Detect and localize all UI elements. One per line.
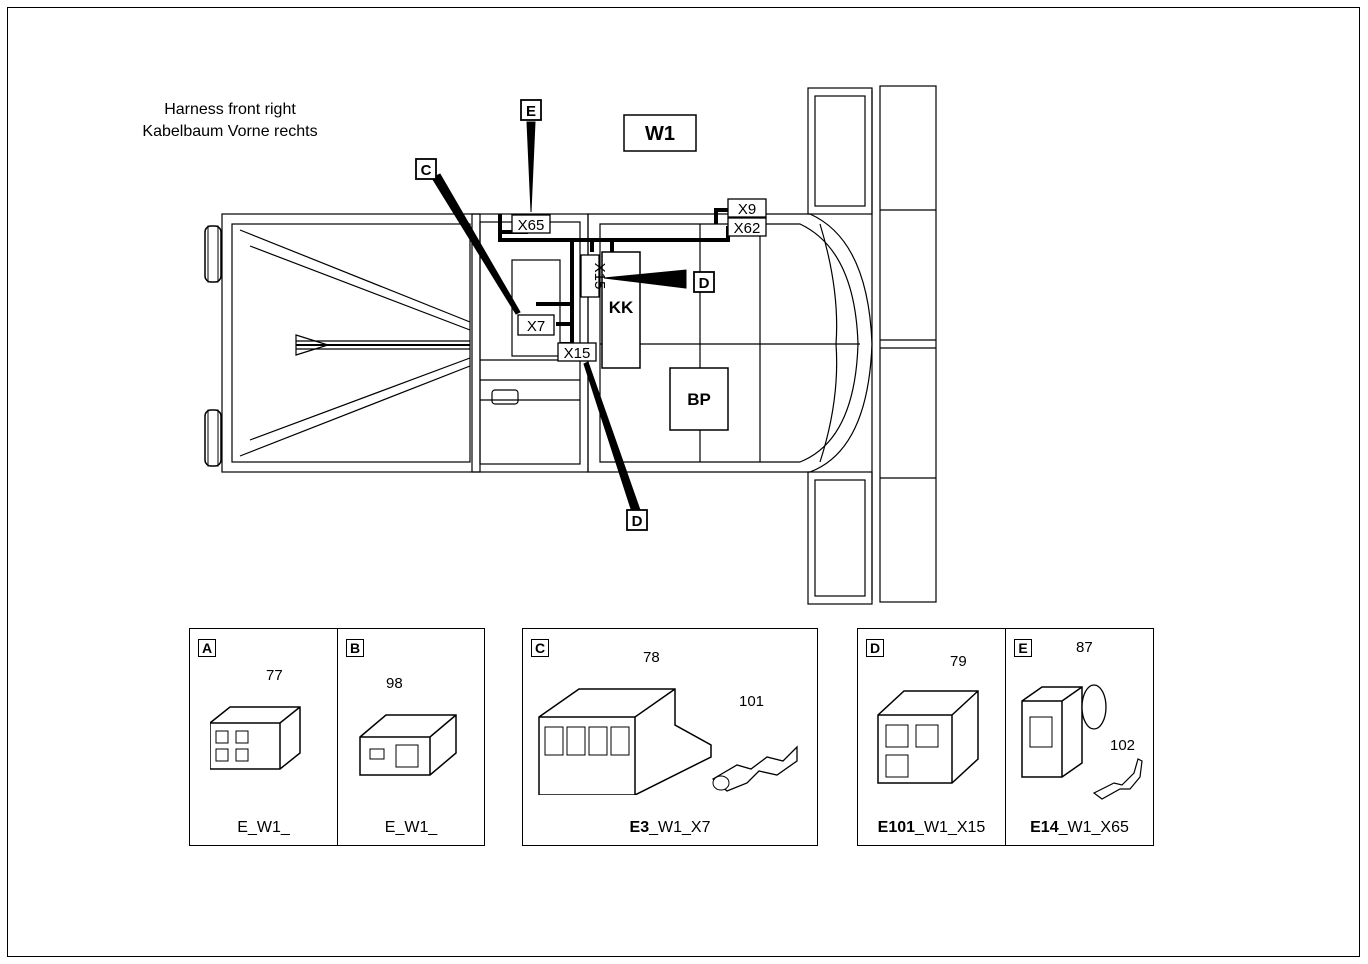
part-caption: E14_W1_X65 [1030,819,1129,836]
drawing-frame [7,7,1360,957]
part-caption: E_W1_ [237,819,290,836]
svg-text:X9: X9 [738,201,756,218]
terminal-image [1092,758,1143,800]
detail-letter: D [866,639,884,657]
connector-part-image [210,706,301,770]
chassis-rear [221,213,481,473]
part-number: 77 [266,667,283,684]
connector-x62: X62 [727,217,767,237]
svg-text:E: E [526,103,536,120]
connector-x7: X7 [517,314,555,336]
chassis-front [587,213,873,473]
detail-panel-de: D 79 E101_W1_X15 E 87 102 E14_W1_X65 [857,628,1154,846]
callout-d-bottom: D [626,509,648,531]
part-caption: E_W1_ [384,819,438,836]
connector-part-image [1021,684,1107,778]
svg-text:D: D [632,513,643,530]
detail-panel-c: C 78 101 E3_W1_X7 [522,628,818,846]
harness-title: Harness front right Kabelbaum Vorne rech… [100,99,360,143]
part-number: 79 [950,653,967,670]
kk-module [601,251,641,369]
svg-text:D: D [699,275,710,292]
detail-cell-c: C 78 101 E3_W1_X7 [523,629,817,845]
kk-label: KK [609,298,634,317]
detail-letter: C [531,639,549,657]
front-attachment [807,85,937,605]
connector-part-image [359,714,457,776]
callout-pointers [431,121,687,513]
detail-cell-d: D 79 E101_W1_X15 [858,629,1005,845]
detail-letter: B [346,639,364,657]
part-number: 87 [1076,639,1093,656]
part-caption: E101_W1_X15 [877,819,986,836]
connector-x15: X15 [557,342,597,362]
svg-text:X62: X62 [734,220,761,237]
callout-d-top: D [693,271,715,293]
detail-letter: A [198,639,216,657]
detail-cell-a: A 77 E_W1_ [190,629,337,845]
connector-x65: X65 [511,214,551,234]
callout-c: C [415,158,437,180]
detail-cell-b: B 98 E_W1_ [337,629,484,845]
svg-text:X65: X65 [518,217,545,234]
harness-w1-label: W1 [623,114,697,152]
part-number: 78 [643,649,660,666]
connector-part-image [877,690,979,784]
detail-panel-ab: A 77 E_W1_ B 98 E_W1_ [189,628,485,846]
part-caption: E3_W1_X7 [629,819,711,836]
bp-label: BP [687,390,711,409]
connector-x9: X9 [727,198,767,218]
svg-text:W1: W1 [645,123,675,145]
svg-text:X7: X7 [527,318,545,335]
rear-wheel-right [204,409,222,467]
connector-x15-vertical: X15 [580,254,608,298]
rear-wheel-left [204,225,222,283]
part-number-2: 102 [1110,737,1136,754]
svg-text:X15: X15 [591,263,608,290]
connector-housing-image [538,688,712,795]
svg-text:C: C [421,162,432,179]
part-number: 98 [386,675,403,692]
detail-letter: E [1014,639,1032,657]
title-german: Kabelbaum Vorne rechts [142,123,318,140]
part-number-2: 101 [739,693,765,710]
svg-text:X15: X15 [564,345,591,362]
title-english: Harness front right [164,101,296,118]
terminal-image [711,745,798,792]
callout-e: E [520,99,542,121]
detail-cell-e: E 87 102 E14_W1_X65 [1005,629,1153,845]
